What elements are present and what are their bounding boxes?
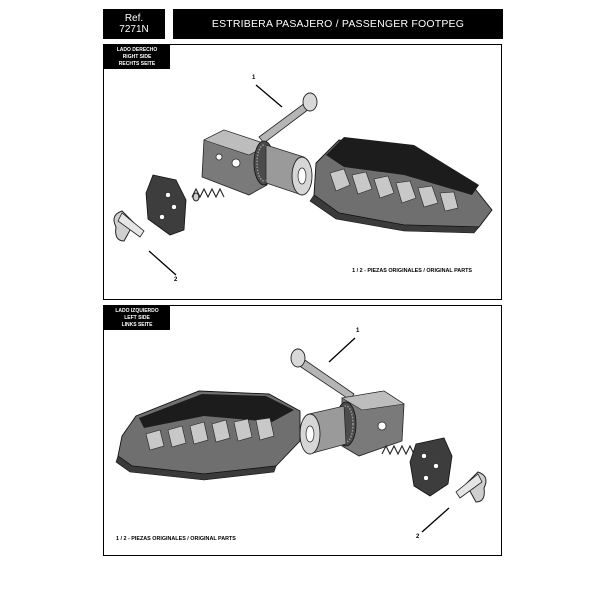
side-tag-line: RIGHT SIDE [122,54,152,60]
side-tag-line: LADO IZQUIERDO [115,308,159,314]
reference-code: 7271N [119,24,149,35]
pin-part [290,348,355,401]
bracket-part [201,129,313,196]
plate-part [409,437,453,497]
footpeg-part [309,137,493,234]
reference-box: Ref. 7271N [103,9,165,39]
callout-label: 1 [252,75,256,81]
side-tag: LADO IZQUIERDO LEFT SIDE LINKS SEITE [104,306,170,330]
leader-line [255,84,283,108]
spring-part [191,187,225,202]
clip-part [113,210,145,242]
parts-caption: 1 / 2 - PIEZAS ORIGINALES / ORIGINAL PAR… [352,268,472,274]
reference-label: Ref. [124,13,144,24]
leader-line [148,250,177,276]
leader-line [421,507,450,533]
side-tag-line: LADO DERECHO [116,47,158,53]
right-side-panel: LADO DERECHO RIGHT SIDE RECHTS SEITE [103,44,502,300]
exploded-view-drawing [113,84,493,276]
left-side-panel: LADO IZQUIERDO LEFT SIDE LINKS SEITE [103,305,502,556]
callout-label: 2 [174,277,178,283]
side-tag-line: RECHTS SEITE [118,61,156,67]
side-tag-line: LINKS SEITE [121,322,153,328]
callout-label: 2 [416,534,420,540]
clip-part [455,471,487,503]
parts-caption: 1 / 2 - PIEZAS ORIGINALES / ORIGINAL PAR… [116,536,236,542]
side-tag: LADO DERECHO RIGHT SIDE RECHTS SEITE [104,45,170,69]
plate-part [145,174,187,236]
pin-part [258,92,318,144]
side-tag-line: LEFT SIDE [124,315,150,321]
callout-label: 1 [356,328,360,334]
leader-line [328,337,356,363]
bracket-part [299,390,405,457]
footpeg-part [115,390,301,481]
page-title: ESTRIBERA PASAJERO / PASSENGER FOOTPEG [173,9,503,39]
exploded-view-drawing [115,337,487,533]
